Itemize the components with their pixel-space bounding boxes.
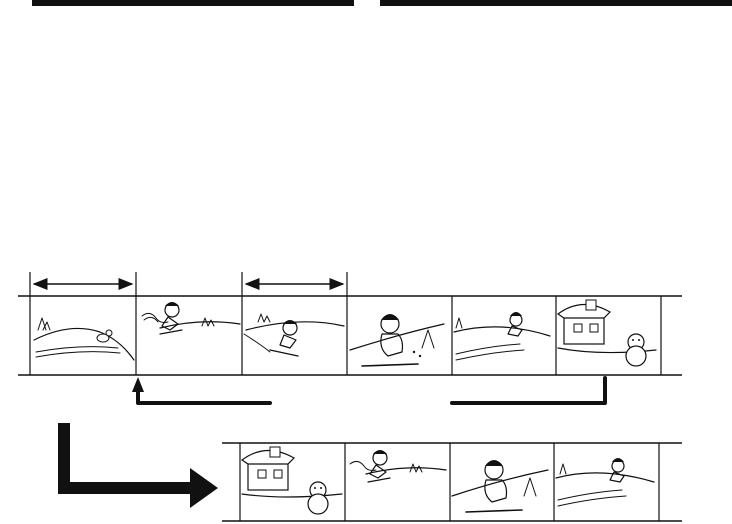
result-frame-house-snowman <box>242 447 342 514</box>
frame-skier-crouch <box>350 314 444 366</box>
span-marker-frame-3 <box>242 272 347 296</box>
frame-hill-animal <box>34 318 134 360</box>
arrow-back-to-frame-2 <box>132 377 605 403</box>
result-frame-skier-crouch <box>452 460 548 512</box>
frame-skier-descend <box>244 314 344 356</box>
bottom-tape <box>222 443 682 521</box>
frame-house-snowman <box>558 300 656 366</box>
result-frame-skier-distant <box>556 458 654 506</box>
span-marker-frame-1 <box>30 272 136 296</box>
frame-skier-distant <box>454 312 550 360</box>
result-frame-skier-jump <box>350 450 446 482</box>
arrow-down-right-to-result <box>58 423 218 508</box>
top-tape <box>18 272 682 375</box>
frame-skier-jump <box>142 302 240 334</box>
